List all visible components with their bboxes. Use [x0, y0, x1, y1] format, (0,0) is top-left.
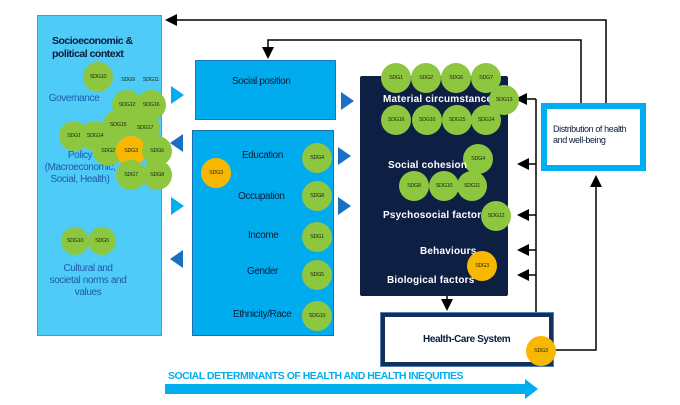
governance-label: Governance [48, 93, 100, 104]
sdg-badge: SDG3 [526, 336, 556, 366]
sdg-badge: SDG1 [381, 63, 411, 93]
arrow-left-icon [170, 134, 183, 152]
sdg-badge: SDG5 [88, 227, 116, 255]
sdg-badge: SDG6 [441, 63, 471, 93]
arrow-right-icon [341, 92, 354, 110]
sdg-badge: SDG7 [116, 160, 146, 190]
sdg-badge: SDG10 [429, 171, 459, 201]
sdg-badge: SDG4 [463, 144, 493, 174]
sdg-badge: SDG15 [442, 105, 472, 135]
psychosocial-factors-label: Psychosocial factors [383, 210, 488, 221]
material-circumstances-label: Material circumstances [383, 94, 499, 105]
structural-item-ethnicity: Ethnicity/Race [233, 309, 292, 320]
banner-arrow [165, 379, 538, 399]
sdg-badge: SDG11 [457, 171, 487, 201]
arrow-right-icon [338, 147, 351, 165]
banner-title: SOCIAL DETERMINANTS OF HEALTH AND HEALTH… [168, 370, 463, 382]
sdg-badge: SDG3 [201, 158, 231, 188]
sdg-badge: SDG2 [411, 63, 441, 93]
sdg-badge: SDG16 [412, 105, 442, 135]
culture-label: Cultural and societal norms and values [49, 263, 127, 298]
social-position-box [195, 60, 336, 120]
sdg-badge: SDG5 [302, 260, 332, 290]
behaviours-label: Behaviours [420, 246, 477, 257]
sdg-badge: SDG8 [142, 160, 172, 190]
sdg-badge: SDG14 [471, 105, 501, 135]
distribution-label: Distribution of health and well-being [553, 124, 627, 145]
structural-item-gender: Gender [247, 266, 278, 277]
feedback-arrow-context [165, 14, 607, 103]
sdg-label: SDG11 [142, 77, 160, 83]
structural-item-education: Education [242, 150, 283, 161]
feedback-arrow-social-position [262, 39, 582, 103]
structural-item-occupation: Occupation [238, 191, 285, 202]
arrow-right-icon [171, 197, 184, 215]
health-care-system-label: Health-Care System [423, 334, 511, 345]
arrow-right-icon [338, 197, 351, 215]
context-title: Socioeconomic & political context [52, 35, 133, 60]
distribution-box [541, 103, 646, 171]
sdg-badge: SDG16 [381, 105, 411, 135]
policy-label: Policy (Macroeconomic, Social, Health) [44, 150, 116, 185]
sdg-badge: SDG4 [302, 143, 332, 173]
sdg-badge: SDG10 [302, 301, 332, 331]
sdg-badge: SDG8 [399, 171, 429, 201]
structural-item-income: Income [248, 230, 279, 241]
social-cohesion-label: Social cohesion [388, 160, 468, 171]
arrow-left-icon [170, 250, 183, 268]
arrow-hcs-to-distribution [553, 175, 602, 351]
sdg-badge: SDG1 [302, 222, 332, 252]
social-position-title: Social position [232, 76, 291, 87]
sdg-label: SDG9 [121, 77, 135, 83]
sdg-badge: SDG12 [481, 201, 511, 231]
sdg-badge: SDG10 [83, 62, 113, 92]
arrow-right-icon [171, 86, 184, 104]
sdg-badge: SDG10 [61, 227, 89, 255]
biological-factors-label: Biological factors [387, 275, 475, 286]
sdg-badge: SDG8 [302, 181, 332, 211]
sdg-badge: SDG3 [467, 251, 497, 281]
